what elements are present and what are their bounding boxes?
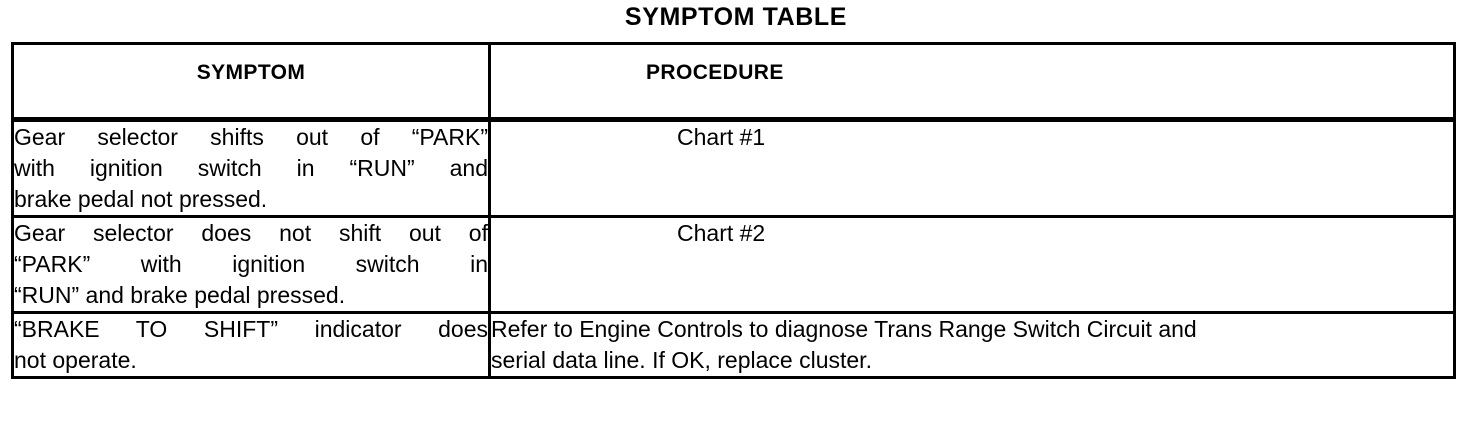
column-header-symptom: SYMPTOM	[11, 43, 491, 122]
column-header-procedure: PROCEDURE	[488, 43, 1456, 122]
procedure-line: serial data line. If OK, replace cluster…	[491, 347, 872, 373]
cell-symptom: Gear selector does not shift out of “PAR…	[11, 215, 491, 313]
procedure-line: Refer to Engine Controls to diagnose Tra…	[491, 316, 1197, 342]
symptom-line: with ignition switch in “RUN” and	[14, 155, 488, 181]
symptom-line: “PARK” with ignition switch in	[14, 251, 488, 277]
page-title: SYMPTOM TABLE	[624, 3, 848, 31]
symptom-line: Gear selector shifts out of “PARK”	[14, 124, 488, 150]
cell-procedure: Chart #2	[488, 215, 1456, 313]
cell-procedure: Refer to Engine Controls to diagnose Tra…	[488, 311, 1456, 378]
symptom-line: Gear selector does not shift out of	[14, 220, 488, 246]
procedure-chart-reference: Chart #1	[677, 124, 766, 150]
table-row: Gear selector shifts out of “PARK” with …	[11, 119, 1456, 217]
cell-procedure: Chart #1	[488, 119, 1456, 217]
symptom-line: “RUN” and brake pedal pressed.	[14, 282, 346, 308]
procedure-chart-reference: Chart #2	[677, 220, 766, 246]
table-header-row: SYMPTOM PROCEDURE	[11, 43, 1456, 122]
symptom-line: brake pedal not pressed.	[14, 186, 268, 212]
symptom-line: “BRAKE TO SHIFT” indicator does	[14, 316, 488, 342]
table-row: “BRAKE TO SHIFT” indicator does not oper…	[11, 311, 1456, 378]
symptom-table: SYMPTOM PROCEDURE Gear selector shifts o…	[11, 42, 1456, 379]
symptom-line: not operate.	[14, 347, 137, 373]
cell-symptom: “BRAKE TO SHIFT” indicator does not oper…	[11, 311, 491, 378]
table-row: Gear selector does not shift out of “PAR…	[11, 215, 1456, 313]
cell-symptom: Gear selector shifts out of “PARK” with …	[11, 119, 491, 217]
